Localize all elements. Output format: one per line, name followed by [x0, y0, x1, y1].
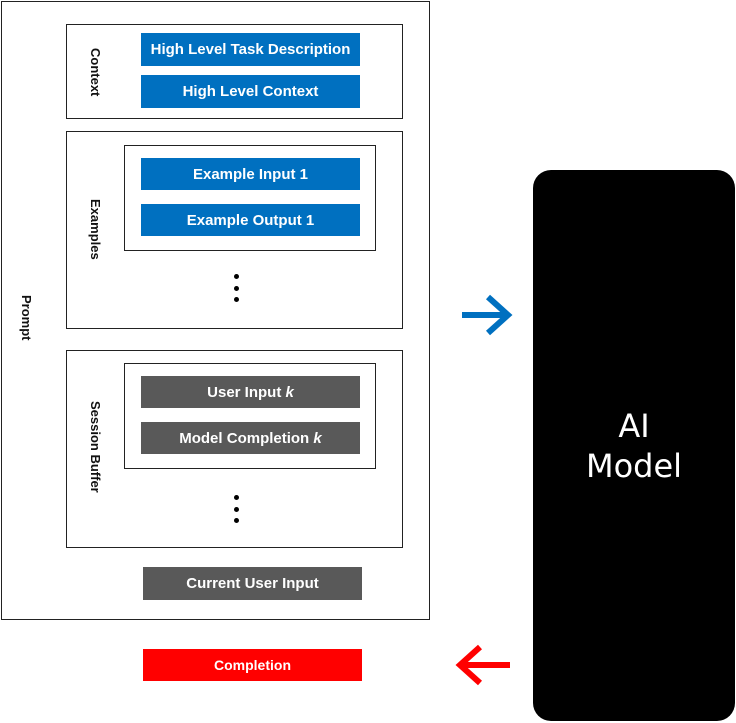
user-input-index: k: [285, 383, 294, 401]
completion-box: Completion: [142, 648, 363, 682]
high-level-context-box: High Level Context: [140, 74, 361, 109]
session-ellipsis: [234, 495, 240, 523]
examples-label: Examples: [88, 198, 103, 260]
user-input-k-box: User Input k: [140, 375, 361, 409]
model-completion-index: k: [313, 429, 322, 447]
arrow-right-icon: [462, 294, 513, 336]
model-completion-k-box: Model Completion k: [140, 421, 361, 455]
arrow-left-icon: [455, 644, 510, 686]
example-input-box: Example Input 1: [140, 157, 361, 191]
user-input-label: User Input: [207, 383, 286, 401]
ai-model-line1: AI: [618, 406, 650, 445]
example-output-box: Example Output 1: [140, 203, 361, 237]
model-completion-label: Model Completion: [179, 429, 314, 447]
task-description-box: High Level Task Description: [140, 32, 361, 67]
prompt-label: Prompt: [19, 295, 34, 341]
context-label: Context: [88, 47, 103, 97]
ai-model-line2: Model: [585, 446, 683, 485]
examples-ellipsis: [234, 274, 240, 302]
ai-model-block: AI Model: [533, 170, 735, 721]
current-user-input-box: Current User Input: [142, 566, 363, 601]
session-buffer-label: Session Buffer: [88, 401, 103, 493]
